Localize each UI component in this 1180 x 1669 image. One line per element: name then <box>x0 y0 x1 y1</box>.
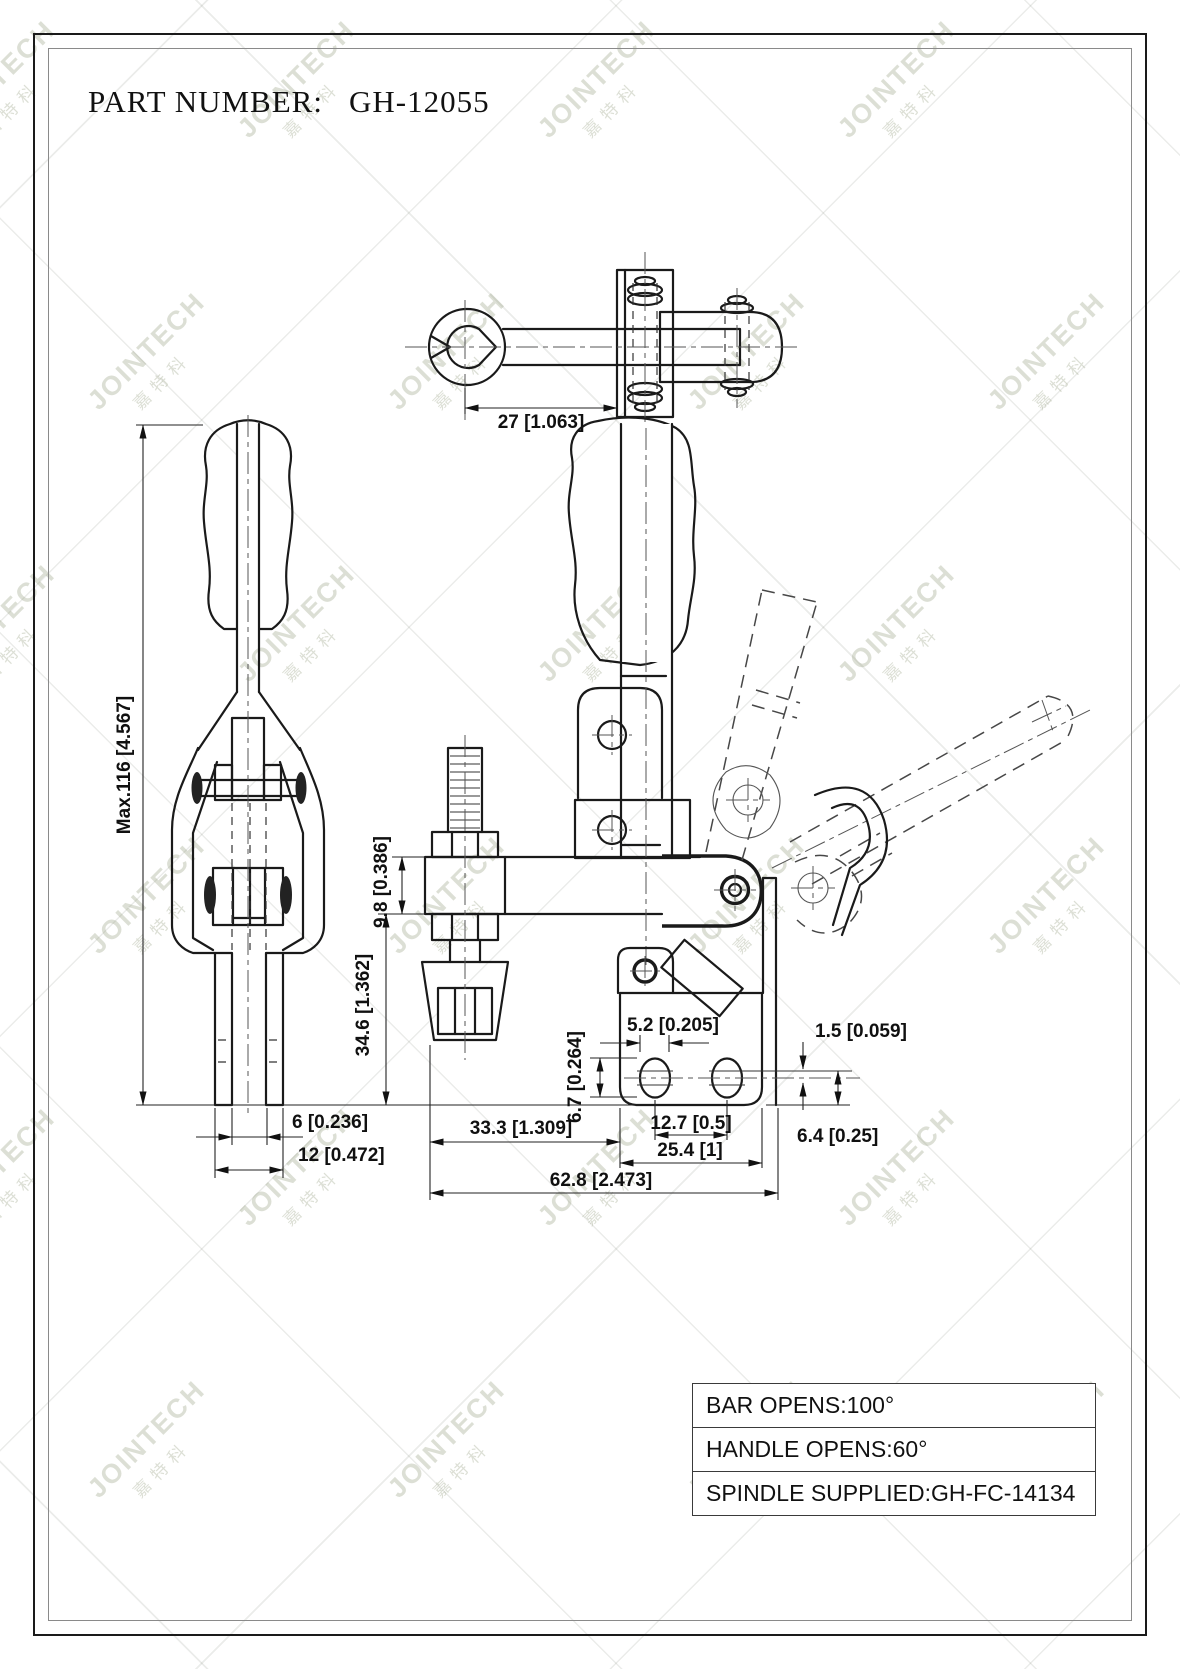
dim-overall-width: 62.8 [2.473] <box>550 1170 652 1191</box>
dim-bar-to-base: 34.6 [1.362] <box>353 954 374 1056</box>
dim-prong-span: 12 [0.472] <box>298 1145 385 1166</box>
dim-hole-spacing: 12.7 [0.5] <box>650 1113 731 1134</box>
dim-slot-height: 6.7 [0.264] <box>565 1031 586 1123</box>
dim-prong-gap: 6 [0.236] <box>292 1112 368 1133</box>
outer-border-frame <box>33 33 1147 1636</box>
dim-slot-width: 5.2 [0.205] <box>627 1015 719 1036</box>
page-title: PART NUMBER: GH-12055 <box>88 84 490 120</box>
part-number-label: PART NUMBER: <box>88 84 323 119</box>
dim-plate-offset: 1.5 [0.059] <box>815 1021 907 1042</box>
spindle <box>420 735 510 1060</box>
dimensions: 27 [1.063] Max.116 [4.567] 6 [0.236] 12 … <box>114 388 907 1200</box>
dim-overall-height: Max.116 [4.567] <box>114 696 135 834</box>
dim-bar-thickness: 9.8 [0.386] <box>371 836 392 928</box>
side-view <box>170 415 326 1118</box>
dim-flange-offset: 6.4 [0.25] <box>797 1126 878 1147</box>
inner-border-frame <box>48 48 1132 1621</box>
front-view <box>420 416 860 1107</box>
part-number-value: GH-12055 <box>348 84 490 119</box>
dim-top-width: 27 [1.063] <box>498 412 585 433</box>
dim-base-width: 25.4 [1] <box>657 1140 722 1161</box>
spec-table: BAR OPENS:100° HANDLE OPENS:60° SPINDLE … <box>692 1383 1096 1516</box>
dim-spindle-to-base: 33.3 [1.309] <box>470 1118 572 1139</box>
top-view <box>405 252 800 430</box>
spec-row-handle-opens: HANDLE OPENS:60° <box>693 1427 1095 1471</box>
spec-row-bar-opens: BAR OPENS:100° <box>706 1392 895 1418</box>
spec-row-spindle-supplied: SPINDLE SUPPLIED:GH-FC-14134 <box>693 1471 1095 1515</box>
front-view-open-position <box>705 589 1091 937</box>
